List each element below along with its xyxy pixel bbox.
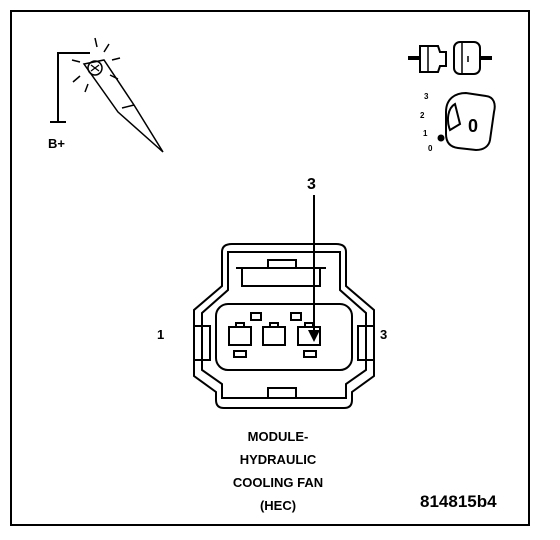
ignition-key-label: 0 bbox=[468, 116, 479, 136]
ignition-position-1: 1 bbox=[423, 129, 428, 138]
battery-positive-label: B+ bbox=[48, 136, 65, 151]
pin-callout-arrow bbox=[308, 195, 320, 342]
ignition-position-0: 0 bbox=[428, 144, 433, 153]
ignition-position-2: 2 bbox=[420, 111, 425, 120]
connector-disconnected-icon bbox=[408, 41, 492, 75]
pin-right-label: 3 bbox=[380, 327, 388, 342]
connector-face bbox=[193, 243, 375, 409]
caption-line: HYDRAULIC bbox=[239, 452, 317, 467]
caption-line: COOLING FAN bbox=[232, 475, 324, 490]
test-light-icon bbox=[50, 37, 164, 153]
caption-line: (HEC) bbox=[259, 498, 297, 513]
figure-id: 814815b4 bbox=[420, 492, 497, 511]
caption-line: MODULE- bbox=[247, 429, 309, 444]
connector-caption: MODULE- HYDRAULIC COOLING FAN (HEC) bbox=[200, 425, 356, 517]
pin-callout-label: 3 bbox=[307, 176, 316, 193]
ignition-position-3: 3 bbox=[424, 92, 429, 101]
ignition-key-icon bbox=[437, 91, 496, 152]
pin-left-label: 1 bbox=[157, 327, 165, 342]
